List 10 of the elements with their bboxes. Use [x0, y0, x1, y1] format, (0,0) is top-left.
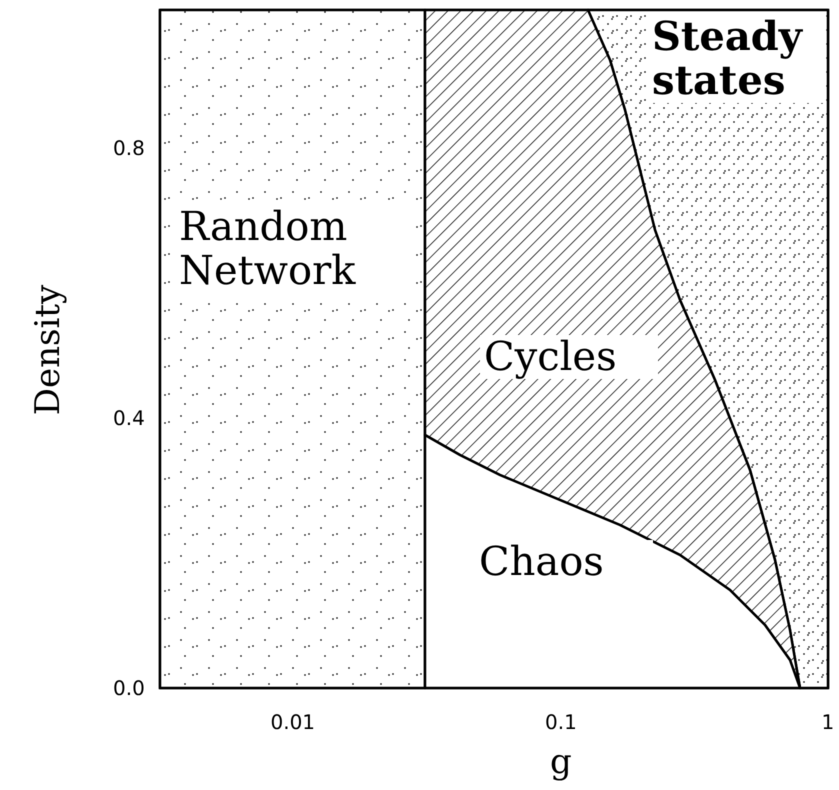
- tick-label: 0.4: [113, 406, 145, 430]
- region-label: Cycles: [480, 335, 658, 379]
- region-label: Steady states: [648, 15, 826, 103]
- tick-label: 1: [822, 710, 834, 734]
- tick-label: 0.0: [113, 676, 145, 700]
- axis-title: g: [550, 742, 572, 782]
- axis-title: Density: [28, 284, 68, 416]
- tick-label: 0.1: [545, 710, 577, 734]
- tick-label: 0.01: [270, 710, 316, 734]
- tick-label: 0.8: [113, 136, 145, 160]
